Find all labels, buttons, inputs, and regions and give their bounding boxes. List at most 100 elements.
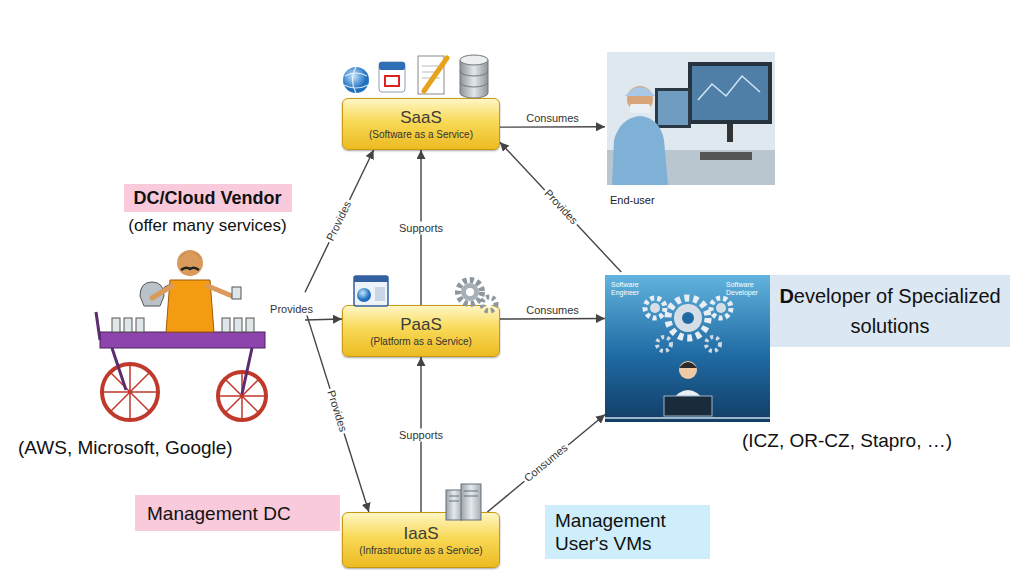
end-user-photo [692,66,768,120]
vendor-cart-illustration [218,372,266,420]
saas-icons [424,58,447,91]
vendor-cart-illustration [136,318,144,332]
vendor-cart-illustration [96,312,100,340]
connector-label: Provides [540,186,581,229]
paas-icons [466,288,474,296]
paas-icons [461,283,479,301]
saas-icons [385,76,399,86]
saas-icons [343,55,488,98]
end-user-photo [688,62,772,124]
paas-icons [354,276,496,311]
service-box: PaaS(Platform as a Service) [342,305,500,357]
paas-icons [486,301,492,307]
developer-illustration [706,337,720,351]
end-user-photo [727,124,733,142]
connector-label: Provides [324,386,350,435]
note-text: Management DC [147,502,291,525]
role-heading: DC/Cloud Vendor [124,184,292,212]
saas-icons [418,56,444,94]
vendor-cart-illustration [124,318,132,332]
vendor-examples: (AWS, Microsoft, Google) [18,437,233,459]
vendor-cart-illustration [152,286,172,298]
developer-illustration [605,275,770,422]
service-caption: (Software as a Service) [369,128,473,141]
paas-icons [354,276,388,282]
connector-label: Supports [397,428,445,441]
vendor-cart-illustration [102,364,158,420]
saas-icons [344,67,368,93]
note-box: Management User's VMs [545,505,710,559]
saas-icons [460,71,488,87]
connector-label: Consumes [520,440,572,486]
vendor-cart-illustration [208,286,232,296]
vendor-cart-illustration [102,364,158,420]
connector-label: Provides [323,197,355,245]
paas-icons [357,288,371,302]
server-icon [461,484,481,520]
vendor-cart-illustration [100,332,265,348]
end-user-figure: End-user [605,50,777,210]
connector-arrow [305,150,374,292]
connector-label: Consumes [524,111,581,124]
developer-illustration [674,304,702,332]
developer-illustration [668,298,708,338]
service-box: SaaS(Software as a Service) [342,98,500,150]
service-caption: (Infrastructure as a Service) [359,544,482,557]
paas-icons [458,280,482,304]
role-heading: Developer of Specialized solutions [770,275,1010,347]
note-text: Management User's VMs [555,509,700,555]
service-name: SaaS [400,108,442,128]
developer-illustration [605,275,770,422]
end-user-photo [698,76,760,100]
vendor-cart-illustration [177,252,203,260]
connector-arrow [500,126,605,128]
saas-icons [460,60,488,98]
saas-icons [379,62,405,92]
connector-arrow [500,142,621,272]
developer-illustration [645,298,665,318]
role-note: (offer many services) [128,215,286,236]
image-caption: Software Developer [726,281,764,297]
developer-illustration [657,337,671,351]
end-user-photo [658,91,688,125]
vendor-cart-illustration [218,372,266,420]
saas-icons [460,55,488,65]
developer-illustration [711,298,731,318]
connector-arrow [487,415,605,513]
server-icon [449,491,478,501]
role-caption: End-user [610,193,655,207]
vendor-cart-illustration [234,318,242,332]
paas-icons [354,276,388,306]
developer-illustration [679,361,697,379]
end-user-photo [607,52,775,185]
developer-illustration [650,303,660,313]
service-name: PaaS [400,315,442,335]
paas-icons [482,297,496,311]
connector-arrow [500,318,605,320]
vendor-cart-illustration [177,250,203,276]
developer-illustration [605,417,770,419]
vendor-cart-illustration [181,268,199,270]
vendor-cart-illustration [222,318,230,332]
end-user-photo [625,87,655,96]
vendor-cart-illustration [232,287,241,299]
end-user-photo [655,88,691,128]
end-user-photo [612,116,668,185]
developer-illustration [679,362,697,368]
vendor-cart-illustration [112,318,120,332]
developer-illustration [682,312,694,324]
saas-icons [379,62,405,70]
service-box: IaaS(Infrastructure as a Service) [342,512,500,568]
vendor-cart-illustration [246,318,254,332]
end-user-photo [700,152,752,160]
end-user-photo [630,104,650,113]
connector-label: Provides [268,303,315,316]
paas-icons [375,287,385,301]
saas-icons [343,67,369,93]
image-caption: Software Engineer [611,281,651,297]
vendor-cart-illustration [112,348,252,394]
vendor-cart-illustration [96,250,266,420]
server-icon [446,484,481,520]
developer-examples: (ICZ, OR-CZ, Stapro, …) [742,430,952,452]
